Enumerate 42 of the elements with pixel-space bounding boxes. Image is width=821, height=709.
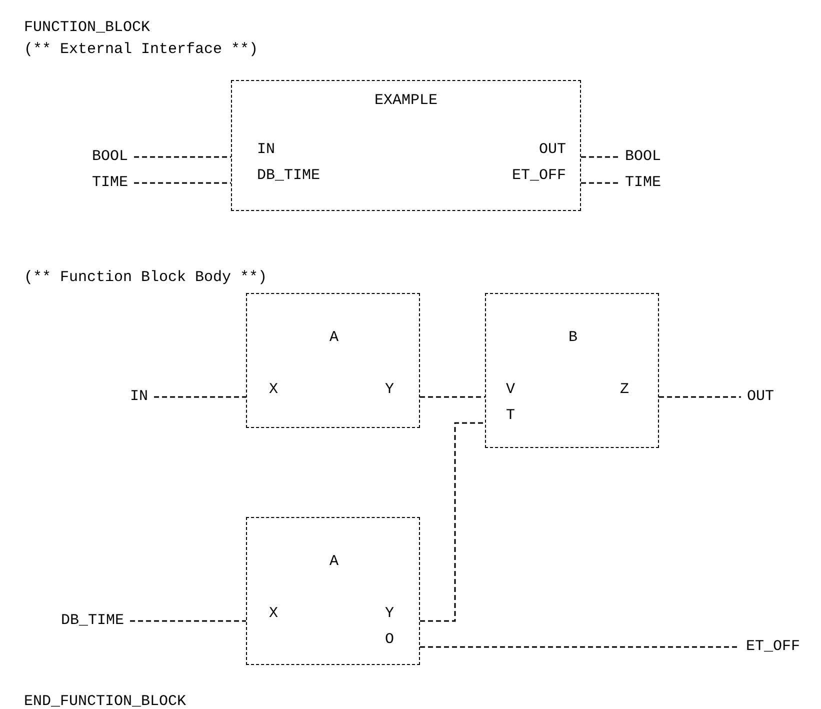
pin-name: Z	[620, 382, 629, 398]
function-block	[246, 517, 420, 665]
signal-label: ET_OFF	[746, 639, 800, 655]
function-block	[485, 293, 659, 448]
comment-text: (** Function Block Body **)	[24, 270, 268, 286]
keyword-text: FUNCTION_BLOCK	[24, 20, 150, 36]
function-block	[246, 293, 420, 428]
pin-name: X	[269, 606, 278, 622]
block-name: EXAMPLE	[374, 93, 438, 109]
signal-label: OUT	[747, 389, 774, 405]
comment-text: (** External Interface **)	[24, 42, 258, 58]
pin-name: Y	[384, 606, 394, 622]
block-name: A	[330, 330, 338, 346]
signal-label: IN	[130, 389, 148, 405]
function-block	[231, 80, 581, 211]
pin-name: Y	[384, 382, 394, 398]
pin-name: ET_OFF	[512, 168, 566, 184]
connection-line	[581, 156, 619, 158]
keyword-text: END_FUNCTION_BLOCK	[24, 694, 186, 709]
signal-label: BOOL	[625, 149, 662, 165]
connection-line	[154, 396, 246, 398]
connection-line	[134, 182, 231, 184]
pin-name: X	[269, 382, 278, 398]
signal-label: TIME	[625, 175, 662, 191]
pin-name: V	[506, 382, 516, 398]
pin-name: DB_TIME	[257, 168, 320, 184]
pin-name: IN	[257, 142, 276, 158]
block-name: B	[568, 330, 578, 346]
pin-name: O	[384, 632, 394, 648]
pin-name: T	[506, 408, 516, 424]
signal-label: DB_TIME	[61, 613, 124, 629]
connection-line	[420, 396, 485, 398]
connection-line	[420, 646, 740, 648]
connection-line	[581, 182, 619, 184]
signal-label: BOOL	[92, 149, 128, 165]
connection-line	[130, 620, 246, 622]
connection-line	[659, 396, 741, 398]
signal-label: TIME	[92, 175, 128, 191]
connection-line	[134, 156, 231, 158]
connection-line	[420, 422, 485, 622]
pin-name: OUT	[538, 142, 566, 158]
block-name: A	[330, 554, 338, 570]
